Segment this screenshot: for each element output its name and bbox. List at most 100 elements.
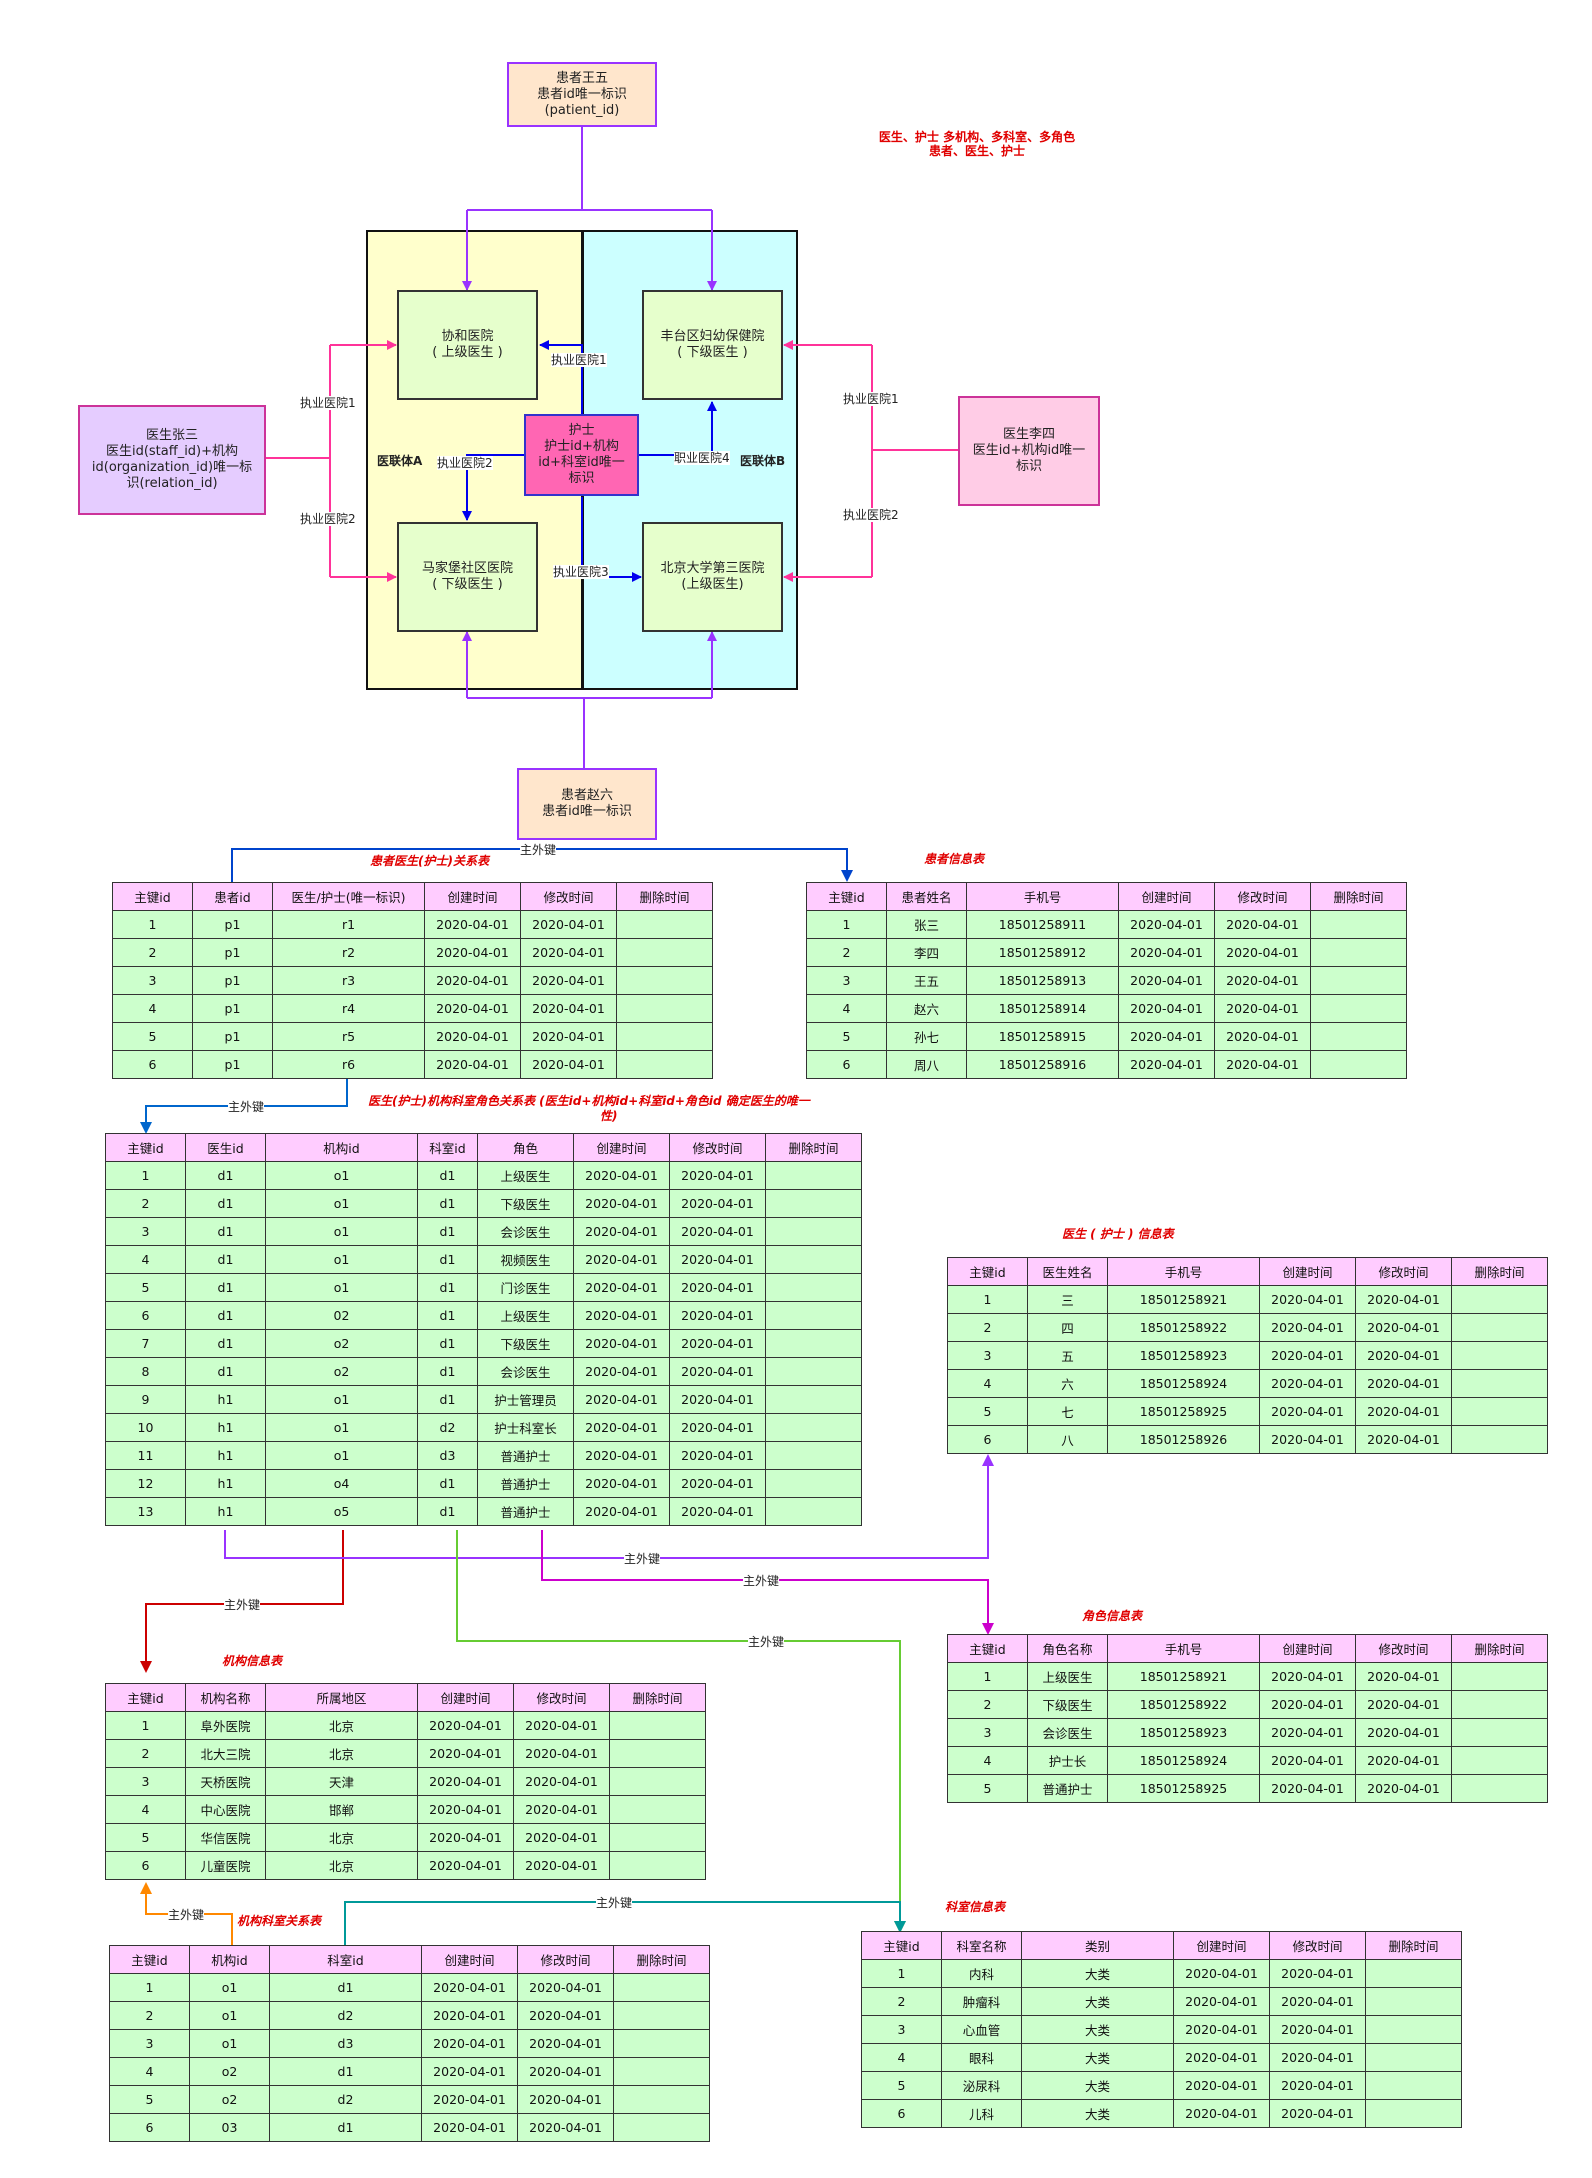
table-cell: 2020-04-01 <box>1355 1397 1452 1426</box>
table-cell: o1 <box>265 1217 418 1246</box>
table-cell: 6 <box>947 1425 1028 1454</box>
table-cell <box>1310 938 1407 967</box>
table-cell: 2020-04-01 <box>421 2001 518 2030</box>
table-cell <box>1310 1022 1407 1051</box>
nurse-node: 护士 护士id+机构 id+科室id唯一 标识 <box>524 414 639 496</box>
table-cell: 5 <box>105 1823 186 1852</box>
table-cell: 2020-04-01 <box>1355 1341 1452 1370</box>
table-cell: 2020-04-01 <box>573 1301 670 1330</box>
node-line: ( 下级医生 ) <box>677 345 748 360</box>
column-header: 科室id <box>269 1945 422 1974</box>
column-header: 机构名称 <box>185 1683 266 1712</box>
doctor-lisi-node: 医生李四 医生id+机构id唯一 标识 <box>958 396 1100 506</box>
column-header: 修改时间 <box>1269 1931 1366 1960</box>
table-cell: 2020-04-01 <box>417 1711 514 1740</box>
table-cell: 18501258925 <box>1107 1774 1260 1803</box>
table-cell <box>1365 1987 1462 2016</box>
column-header: 医生/护士(唯一标识) <box>272 882 425 911</box>
title-line: 性) <box>600 1109 618 1123</box>
table-cell: 5 <box>105 1273 186 1302</box>
table-cell: 2020-04-01 <box>417 1739 514 1768</box>
table-cell: 2020-04-01 <box>1269 2015 1366 2044</box>
table-cell: 2020-04-01 <box>1214 938 1311 967</box>
column-header: 患者姓名 <box>886 882 967 911</box>
column-header: 主键id <box>947 1257 1028 1286</box>
table-cell: 2020-04-01 <box>1355 1718 1452 1747</box>
table-cell: d1 <box>417 1497 478 1526</box>
table-cell: 2020-04-01 <box>669 1245 766 1274</box>
table-cell: 眼科 <box>941 2043 1022 2072</box>
table-cell <box>616 966 713 995</box>
table-cell: 2020-04-01 <box>573 1357 670 1386</box>
table-cell <box>765 1301 862 1330</box>
table-cell: 4 <box>947 1369 1028 1398</box>
node-line: 患者赵六 <box>560 788 613 803</box>
table-cell: o2 <box>189 2085 270 2114</box>
table-cell <box>613 2029 710 2058</box>
table-cell: 5 <box>947 1774 1028 1803</box>
table-cell: 2020-04-01 <box>573 1469 670 1498</box>
table-cell: 2 <box>947 1690 1028 1719</box>
table-cell <box>613 2085 710 2114</box>
column-header: 创建时间 <box>424 882 521 911</box>
nurse-edge-4 <box>638 401 717 456</box>
table-cell: 上级医生 <box>477 1161 574 1190</box>
table-cell: 普通护士 <box>477 1441 574 1470</box>
table-cell: 2020-04-01 <box>1214 994 1311 1023</box>
node-line: id+科室id唯一 <box>538 455 625 470</box>
edge-label: 执业医院1 <box>300 396 356 410</box>
table-cell <box>765 1413 862 1442</box>
column-header: 创建时间 <box>1118 882 1215 911</box>
table-cell: o2 <box>265 1357 418 1386</box>
column-header: 患者id <box>192 882 273 911</box>
table-cell: 2 <box>861 1987 942 2016</box>
table-cell <box>613 2057 710 2086</box>
node-line: 医生id(staff_id)+机构 <box>105 444 239 459</box>
table-cell: 2020-04-01 <box>1259 1341 1356 1370</box>
table-cell: p1 <box>192 994 273 1023</box>
table-cell: 2020-04-01 <box>1355 1662 1452 1691</box>
table-cell: 下级医生 <box>477 1329 574 1358</box>
table-cell: 大类 <box>1021 2015 1174 2044</box>
column-header: 主键id <box>112 882 193 911</box>
fk-label: 主外键 <box>224 1598 261 1612</box>
edge-label: 执业医院2 <box>300 512 356 526</box>
table-cell: 2020-04-01 <box>513 1739 610 1768</box>
table-cell: 张三 <box>886 910 967 939</box>
table-cell: 4 <box>112 994 193 1023</box>
column-header: 主键id <box>109 1945 190 1974</box>
table-cell: 八 <box>1027 1425 1108 1454</box>
table-cell: p1 <box>192 910 273 939</box>
node-line: 护士id+机构 <box>544 439 619 454</box>
table-cell: 2020-04-01 <box>417 1851 514 1880</box>
table-cell: 2020-04-01 <box>424 910 521 939</box>
table-cell <box>609 1739 706 1768</box>
table-cell: 2020-04-01 <box>424 966 521 995</box>
table-cell <box>765 1161 862 1190</box>
table-cell: 2020-04-01 <box>669 1469 766 1498</box>
table-cell: 会诊医生 <box>1027 1718 1108 1747</box>
table-cell: 6 <box>105 1301 186 1330</box>
table-cell: 2020-04-01 <box>1259 1690 1356 1719</box>
table-cell: 下级医生 <box>1027 1690 1108 1719</box>
table-cell: 五 <box>1027 1341 1108 1370</box>
table-cell: o1 <box>265 1441 418 1470</box>
column-header: 创建时间 <box>1259 1634 1356 1663</box>
table-cell <box>1451 1662 1548 1691</box>
table-cell: 2020-04-01 <box>421 1973 518 2002</box>
node-line: 北京大学第三医院 <box>660 561 765 576</box>
table-cell: 2020-04-01 <box>1259 1425 1356 1454</box>
column-header: 主键id <box>947 1634 1028 1663</box>
table-cell: 孙七 <box>886 1022 967 1051</box>
table-cell: 3 <box>112 966 193 995</box>
